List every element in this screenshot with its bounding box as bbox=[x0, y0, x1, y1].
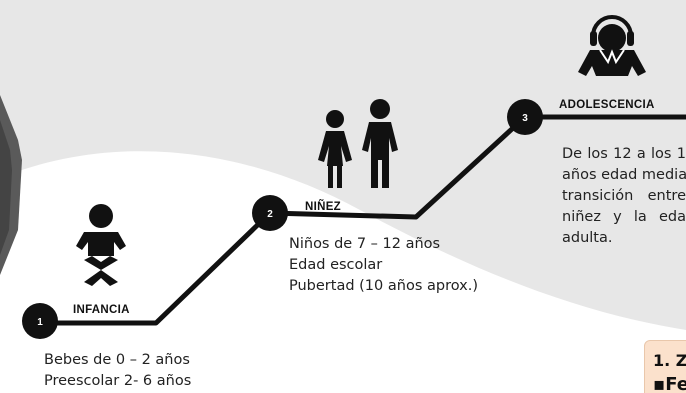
stage-number-1: 1 bbox=[37, 317, 43, 328]
children-icon bbox=[318, 99, 398, 188]
stage-description-3: De los 12 a los 1 años edad media transi… bbox=[562, 144, 686, 249]
stage-title-2: NIÑEZ bbox=[305, 201, 341, 213]
stage-number-2: 2 bbox=[267, 209, 273, 220]
description-line: Preescolar 2- 6 años bbox=[44, 373, 192, 389]
callout-box: 1. Z ▪Fe bbox=[644, 340, 686, 393]
description-line: Bebes de 0 – 2 años bbox=[44, 352, 190, 368]
dark-wedge-inner bbox=[0, 120, 12, 255]
stage-title-1: INFANCIA bbox=[73, 304, 130, 316]
stage-marker-1: 1 bbox=[22, 303, 58, 339]
stage-description-1: Bebes de 0 – 2 años Preescolar 2- 6 años bbox=[44, 350, 191, 392]
stage-number-3: 3 bbox=[522, 113, 528, 124]
baby-icon bbox=[76, 204, 126, 286]
description-line: años edad media bbox=[562, 167, 686, 183]
stage-description-2: Niños de 7 – 12 años Edad escolar Pubert… bbox=[289, 234, 478, 297]
description-line: transición entre bbox=[562, 188, 686, 204]
description-line: Niños de 7 – 12 años bbox=[289, 236, 441, 252]
stage-marker-3: 3 bbox=[507, 99, 543, 135]
callout-item: ▪Fe bbox=[653, 374, 686, 393]
description-line: Edad escolar bbox=[289, 257, 383, 273]
stage-title-3: ADOLESCENCIA bbox=[559, 99, 655, 111]
description-line: De los 12 a los 1 bbox=[562, 146, 686, 162]
adolescent-headphones-icon bbox=[578, 15, 646, 76]
step-line bbox=[40, 114, 686, 326]
description-line: Pubertad (10 años aprox.) bbox=[289, 278, 478, 294]
white-sweep bbox=[0, 151, 686, 393]
callout-heading: 1. Z bbox=[653, 351, 686, 370]
stage-marker-2: 2 bbox=[252, 195, 288, 231]
description-line: adulta. bbox=[562, 230, 613, 246]
description-line: niñez y la eda bbox=[562, 209, 686, 225]
